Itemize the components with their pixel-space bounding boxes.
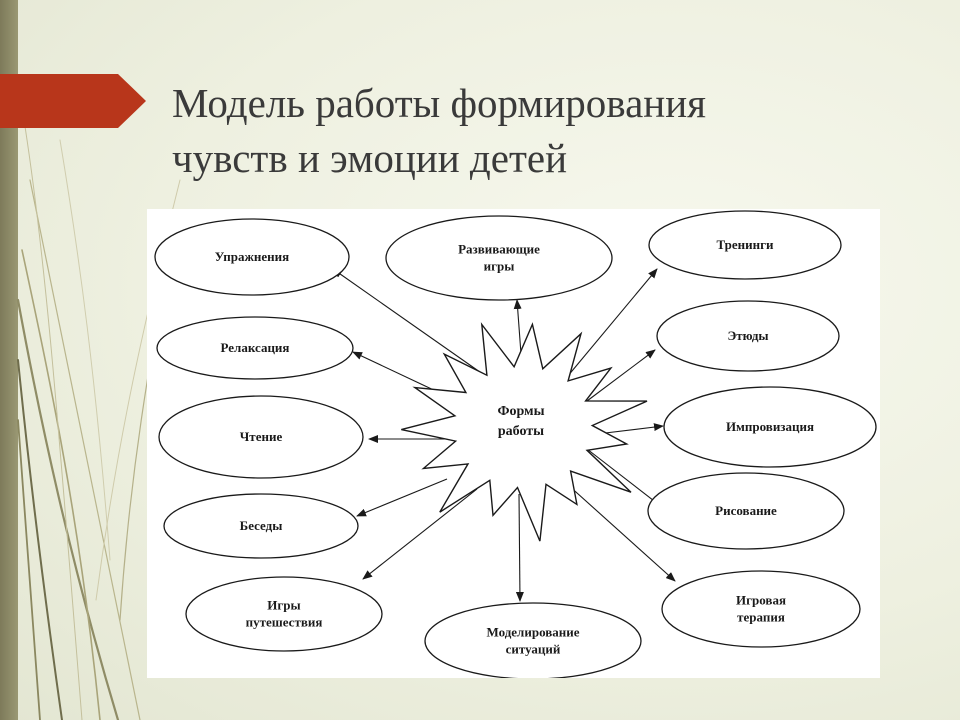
node-label: Игры: [267, 598, 300, 613]
title-accent-arrow: [0, 74, 146, 128]
node-treningi: Тренинги: [648, 210, 842, 280]
node-ellipse: [185, 576, 383, 652]
node-igry-puteshestviya: Игры путешествия: [185, 576, 383, 652]
node-ellipse: [656, 300, 840, 372]
node-label: терапия: [737, 610, 785, 625]
node-label: игры: [484, 259, 515, 274]
node-label: Тренинги: [716, 237, 774, 252]
node-label: Чтение: [240, 429, 283, 444]
node-label: Этюды: [727, 328, 768, 343]
node-besedy: Беседы: [163, 493, 359, 559]
node-ellipse: [158, 395, 364, 479]
node-chtenie: Чтение: [158, 395, 364, 479]
node-ellipse: [154, 218, 350, 296]
node-ellipse: [424, 602, 642, 678]
node-ellipse: [163, 493, 359, 559]
node-ellipse: [663, 386, 877, 468]
node-label: Рисование: [715, 503, 777, 518]
node-relaksatsiya: Релаксация: [156, 316, 354, 380]
node-label: Развивающие: [458, 242, 540, 257]
node-ellipse: [647, 472, 845, 550]
node-label: Релаксация: [221, 340, 290, 355]
node-razvivayushchie-igry: Развивающие игры: [385, 215, 613, 301]
arrow-to-modelirovanie-situatsiy: [515, 493, 524, 602]
node-etyudy: Этюды: [656, 300, 840, 372]
node-uprazhneniya: Упражнения: [154, 218, 350, 296]
node-label: Беседы: [240, 518, 283, 533]
node-ellipse: [156, 316, 354, 380]
arrow-to-improvizatsiya: [596, 423, 664, 435]
slide-title: Модель работы формирования чувств и эмоц…: [172, 76, 892, 186]
starburst-shape: [401, 322, 648, 542]
arrow-to-treningi: [566, 268, 658, 378]
node-ellipse: [661, 570, 861, 648]
node-ellipse: [385, 215, 613, 301]
connector-arrows: [332, 268, 676, 602]
title-line-2: чувств и эмоции детей: [172, 135, 568, 181]
node-label: Импровизация: [726, 419, 814, 434]
center-label: работы: [498, 424, 544, 439]
center-starburst: Формы работы: [401, 322, 648, 542]
center-label: Формы: [497, 404, 544, 419]
arrow-to-uprazhneniya: [332, 268, 488, 378]
diagram-nodes: Упражнения Развивающие игры ТренингиРелакса…: [154, 210, 877, 678]
node-igrovaya-terapiya: Игровая терапия: [661, 570, 861, 648]
arrow-to-besedy: [356, 478, 448, 517]
arrow-to-etyudy: [586, 349, 656, 402]
left-accent-strip: [0, 0, 18, 720]
title-line-1: Модель работы формирования: [172, 80, 707, 126]
node-label: ситуаций: [506, 642, 561, 657]
arrow-to-igry-puteshestviya: [362, 488, 478, 580]
arrow-to-igrovaya-terapiya: [566, 483, 676, 582]
node-risovanie: Рисование: [647, 472, 845, 550]
node-modelirovanie-situatsiy: Моделирование ситуаций: [424, 602, 642, 678]
node-label: Игровая: [736, 593, 786, 608]
node-label: путешествия: [246, 615, 323, 630]
forms-of-work-diagram: Упражнения Развивающие игры ТренингиРелакса…: [154, 210, 877, 678]
node-label: Упражнения: [215, 249, 289, 264]
node-improvizatsiya: Импровизация: [663, 386, 877, 468]
node-ellipse: [648, 210, 842, 280]
node-label: Моделирование: [486, 625, 579, 640]
